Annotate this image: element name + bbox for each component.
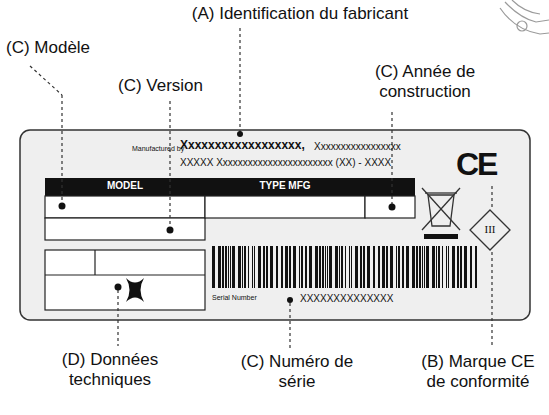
field-boxes: [45, 196, 415, 310]
weee-bin-icon: [422, 188, 460, 230]
weee-bar: [424, 234, 458, 239]
serial-caption: Serial Number: [212, 294, 257, 302]
maker-detail: Xxxxxxxxxxxxxxxxx: [314, 141, 401, 153]
plate-outline: [20, 130, 530, 320]
callout-label: (C) Version: [118, 76, 203, 96]
barcode: [212, 246, 477, 288]
callout-label: (D) Données techniques: [45, 350, 175, 389]
column-header: TYPE MFG: [259, 180, 310, 192]
maker-name: Xxxxxxxxxxxxxxxxxx,: [180, 139, 305, 153]
callout-label: (C) Modèle: [6, 38, 90, 58]
maker-prefix: Manufactured by: [132, 145, 184, 153]
callout-label: (C) Année de construction: [365, 62, 485, 101]
machine-sketch: [500, 0, 549, 34]
callout-label: (A) Identification du fabricant: [192, 4, 408, 24]
leader-dots: [59, 131, 396, 303]
serial-value: XXXXXXXXXXXXXX: [300, 293, 393, 305]
maker-address: XXXXX Xxxxxxxxxxxxxxxxxxxxxxx (XX) - XXX…: [180, 157, 391, 169]
header-bar: [45, 178, 415, 196]
callout-label: (C) Numéro de série: [237, 352, 357, 391]
class-number: III: [485, 223, 496, 236]
class-diamond: [470, 210, 510, 250]
cross-symbol: [126, 278, 144, 302]
column-header: MODEL: [107, 180, 143, 192]
ce-mark: CE: [456, 146, 496, 183]
callout-label: (B) Marque CE de conformité: [410, 352, 546, 391]
leader-lines: [30, 28, 492, 348]
